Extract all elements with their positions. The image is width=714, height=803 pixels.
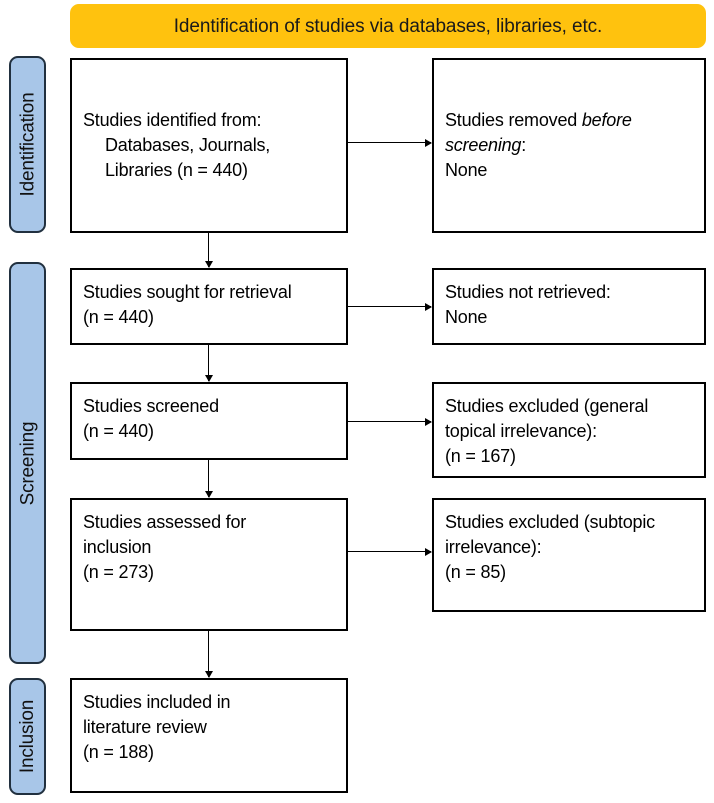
- box-line: inclusion: [83, 537, 152, 557]
- box-line: literature review: [83, 717, 207, 737]
- box-line: Studies assessed for: [83, 512, 247, 532]
- arrow-down-sought-to-screened: [204, 345, 213, 382]
- box-line: Studies screened: [83, 396, 219, 416]
- box-line: irrelevance):: [445, 537, 542, 557]
- stage-bar-identification: Identification: [9, 56, 46, 233]
- box-line: Studies not retrieved:: [445, 282, 611, 302]
- box-line: (n = 440): [83, 421, 154, 441]
- box-line: (n = 167): [445, 446, 516, 466]
- box-studies-not-retrieved: Studies not retrieved: None: [432, 268, 706, 345]
- box-line: Studies removed before: [445, 108, 693, 133]
- box-line: (n = 188): [83, 742, 154, 762]
- banner-identification-header: Identification of studies via databases,…: [70, 4, 706, 48]
- box-line: (n = 440): [83, 307, 154, 327]
- arrow-down-assessed-to-included: [204, 631, 213, 678]
- arrow-right-assessed-to-excluded-subtopic: [348, 547, 432, 556]
- stage-label-identification: Identification: [17, 92, 39, 197]
- box-line: Databases, Journals,: [105, 135, 271, 155]
- box-studies-identified: Studies identified from: Databases, Jour…: [70, 58, 348, 233]
- box-studies-excluded-subtopic: Studies excluded (subtopic irrelevance):…: [432, 498, 706, 612]
- stage-bar-screening: Screening: [9, 262, 46, 664]
- box-line: topical irrelevance):: [445, 421, 597, 441]
- stage-bar-inclusion: Inclusion: [9, 678, 46, 795]
- box-line: Studies identified from:: [83, 110, 262, 130]
- box-studies-included-in-review: Studies included in literature review (n…: [70, 678, 348, 793]
- box-line: Studies included in: [83, 692, 231, 712]
- box-line-text: Studies removed: [445, 110, 582, 130]
- stage-label-screening: Screening: [17, 421, 39, 505]
- banner-title: Identification of studies via databases,…: [173, 15, 603, 37]
- box-studies-removed-before-screening: Studies removed before screening: None: [432, 58, 706, 233]
- box-line-emphasis: before: [581, 110, 632, 130]
- box-line: screening:: [445, 133, 693, 158]
- box-line: None: [445, 160, 488, 180]
- arrow-right-identified-to-removed: [348, 138, 432, 147]
- box-line: Studies excluded (subtopic: [445, 512, 655, 532]
- arrow-right-sought-to-not-retrieved: [348, 302, 432, 311]
- stage-label-inclusion: Inclusion: [17, 699, 39, 774]
- box-studies-sought-for-retrieval: Studies sought for retrieval (n = 440): [70, 268, 348, 345]
- box-line: (n = 273): [83, 562, 154, 582]
- box-studies-screened: Studies screened (n = 440): [70, 382, 348, 460]
- arrow-down-identified-to-sought: [204, 233, 213, 268]
- box-line: (n = 85): [445, 562, 506, 582]
- box-line: Libraries (n = 440): [105, 160, 248, 180]
- box-line-text: :: [521, 135, 527, 155]
- box-studies-assessed-for-inclusion: Studies assessed for inclusion (n = 273): [70, 498, 348, 631]
- box-line: Studies excluded (general: [445, 396, 649, 416]
- box-line: Studies sought for retrieval: [83, 282, 292, 302]
- arrow-right-screened-to-excluded-general: [348, 417, 432, 426]
- box-line: None: [445, 307, 488, 327]
- box-line-emphasis: screening: [445, 135, 522, 155]
- box-studies-excluded-general-topical: Studies excluded (general topical irrele…: [432, 382, 706, 478]
- arrow-down-screened-to-assessed: [204, 460, 213, 498]
